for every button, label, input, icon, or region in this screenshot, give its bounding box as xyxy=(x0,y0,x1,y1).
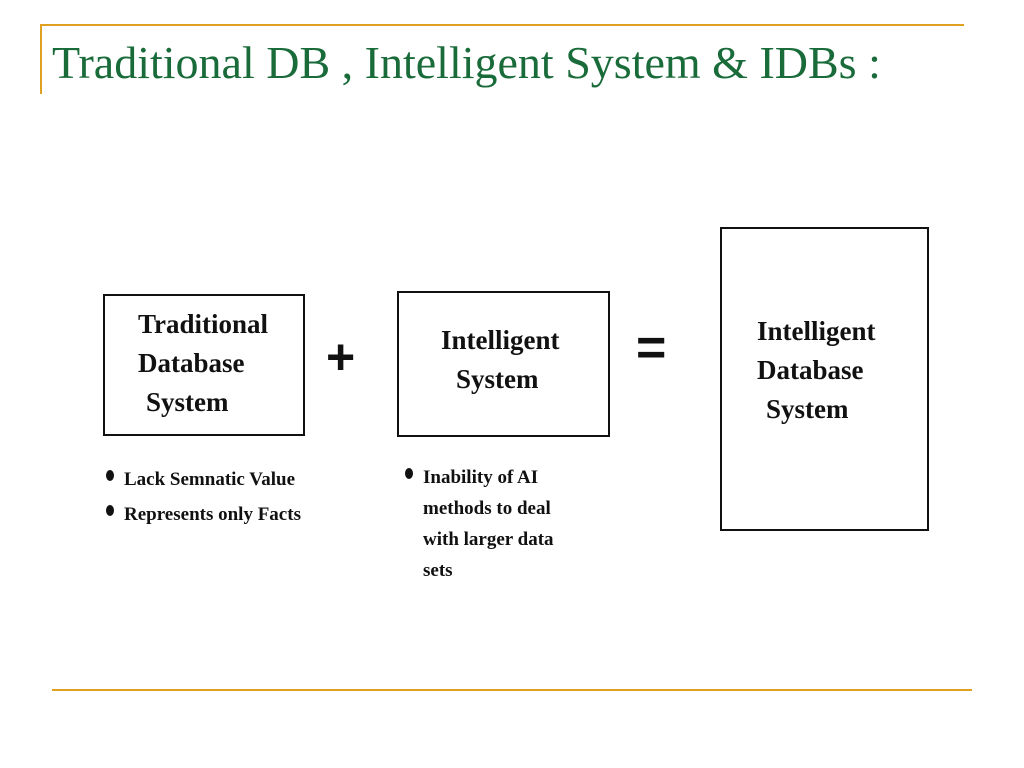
intelligent-system-notes: Inability of AI methods to deal with lar… xyxy=(403,462,554,586)
note-text-line2: methods to deal xyxy=(423,498,551,519)
note-text: Represents only Facts xyxy=(124,504,301,525)
bullet-dot-icon xyxy=(106,470,114,481)
note-text: Lack Semnatic Value xyxy=(124,469,296,490)
equals-operator: = xyxy=(636,319,667,377)
bottom-rule xyxy=(52,689,972,691)
note-text-line4: sets xyxy=(423,560,453,581)
traditional-db-label-line1: Traditional xyxy=(138,309,269,339)
traditional-db-label-line3: System xyxy=(146,387,229,417)
traditional-db-box xyxy=(103,294,305,436)
top-rule xyxy=(40,24,964,26)
intelligent-system-label-line2: System xyxy=(456,364,539,394)
list-item: Inability of AI methods to deal with lar… xyxy=(403,462,554,586)
bullet-dot-icon xyxy=(405,468,413,479)
traditional-db-notes: Lack Semnatic Value Represents only Fact… xyxy=(104,462,301,532)
list-item: Represents only Facts xyxy=(104,497,301,532)
intelligent-system-box xyxy=(397,291,610,437)
intelligent-database-label-line1: Intelligent xyxy=(757,316,876,346)
list-item: Lack Semnatic Value xyxy=(104,462,301,497)
traditional-db-label-line2: Database xyxy=(138,348,245,378)
slide-title: Traditional DB , Intelligent System & ID… xyxy=(52,37,881,88)
note-text-line1: Inability of AI xyxy=(423,467,539,488)
plus-operator: + xyxy=(326,329,356,385)
intelligent-database-box xyxy=(720,227,929,531)
intelligent-system-label-line1: Intelligent xyxy=(441,325,560,355)
note-text-line3: with larger data xyxy=(423,529,554,550)
bullet-dot-icon xyxy=(106,505,114,516)
intelligent-database-label-line3: System xyxy=(766,394,849,424)
title-accent-bar xyxy=(40,24,42,94)
intelligent-database-label-line2: Database xyxy=(757,355,864,385)
